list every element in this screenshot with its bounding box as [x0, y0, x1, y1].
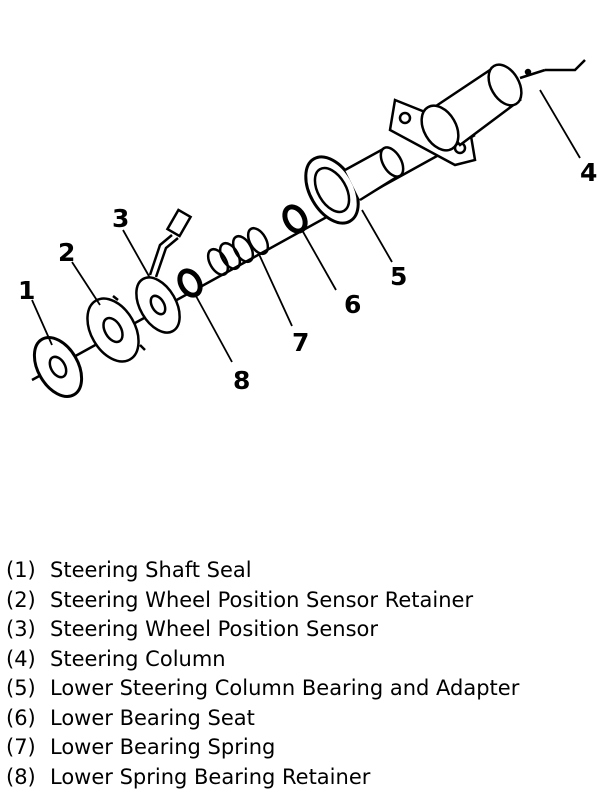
callout-1: 1 [18, 276, 36, 305]
exploded-view-diagram: 1 2 3 4 5 6 7 8 [18, 59, 598, 398]
leader-lines [31, 89, 581, 363]
legend-item: (1)Steering Shaft Seal [6, 558, 252, 582]
steering-wheel-position-sensor [135, 208, 193, 334]
lower-bearing-seat [282, 204, 308, 234]
legend-item: (3)Steering Wheel Position Sensor [6, 617, 379, 641]
parts-legend: (1)Steering Shaft Seal (2)Steering Wheel… [6, 556, 519, 792]
legend-item: (6)Lower Bearing Seat [6, 705, 255, 730]
steering-column [388, 59, 586, 167]
legend-item: (4)Steering Column [6, 646, 226, 671]
callout-8: 8 [233, 366, 251, 395]
steering-wheel-position-sensor-retainer [86, 295, 146, 363]
legend-item: (7)Lower Bearing Spring [6, 735, 276, 759]
lower-bearing-adapter [304, 146, 405, 225]
steering-shaft-seal [32, 336, 84, 398]
callout-6: 6 [344, 290, 362, 319]
lower-spring-bearing-retainer [177, 268, 203, 298]
callout-3: 3 [112, 204, 130, 233]
callout-7: 7 [292, 328, 310, 357]
callout-4: 4 [580, 158, 598, 187]
legend-item: (8)Lower Spring Bearing Retainer [6, 764, 371, 789]
legend-item: (5)Lower Steering Column Bearing and Ada… [6, 676, 520, 700]
diagram-drawing [31, 59, 586, 398]
lower-bearing-spring [206, 226, 270, 277]
callout-5: 5 [390, 262, 408, 291]
callout-2: 2 [58, 238, 76, 267]
legend-item: (2)Steering Wheel Position Sensor Retain… [6, 587, 474, 612]
